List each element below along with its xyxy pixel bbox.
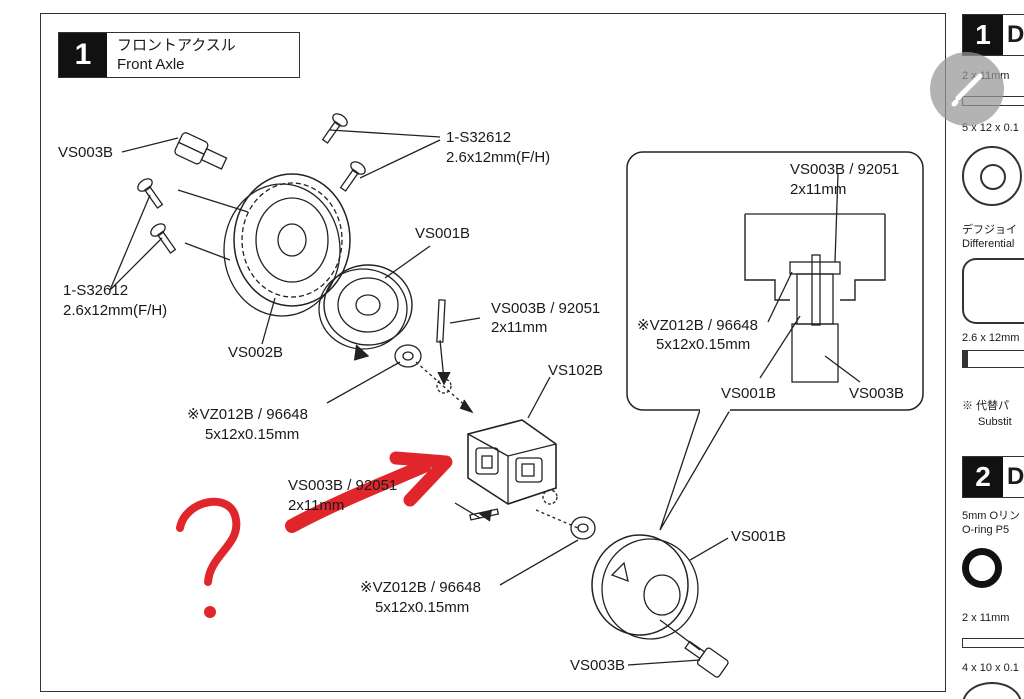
detail-pin-size: 2x11mm [790,181,847,198]
label-shim-code-2: ※VZ012B / 96648 [360,579,481,596]
pencil-icon [951,73,983,107]
detail-shim-size: 5x12x0.15mm [656,336,751,353]
pin-icon [962,638,1024,648]
label-vs003b-top: VS003B [58,144,114,161]
sidebar-step-2-number: 2 [963,457,1003,497]
screw-icon [962,350,1024,368]
step-frame [40,13,946,692]
exploded-diagram [109,113,924,678]
label-screw-left-code: 1-S32612 [63,282,129,299]
sidebar-step-1-number: 1 [963,15,1003,55]
sidebar-item: O-ring P5 [962,524,1010,536]
label-vs002b: VS002B [228,344,284,361]
sidebar-item: 2 x 11mm [962,612,1010,624]
detail-vs003b: VS003B [849,385,905,402]
sidebar-step-1: 1 D [962,14,1024,56]
label-vs001b-bottom: VS001B [731,528,787,545]
label-shim-size-1: 5x12x0.15mm [205,426,300,443]
label-vs102b: VS102B [548,362,604,379]
o-ring-icon [962,548,1002,588]
label-pin-size-top: 2x11mm [491,319,548,336]
edit-button[interactable] [930,52,1004,126]
sidebar-item: デフジョイ [962,224,1017,236]
diff-joint-icon [962,258,1024,324]
label-pin-size-mid: 2x11mm [288,497,345,514]
sidebar-step-2-letter: D [1007,463,1024,490]
sidebar-step-1-letter: D [1007,21,1024,48]
detail-pin-code: VS003B / 92051 [790,161,900,178]
label-screw-right-code: 1-S32612 [446,129,512,146]
sidebar-item: Substit [978,416,1012,428]
sidebar-item: 5 x 12 x 0.1 [962,122,1019,134]
label-vs003b-bottom: VS003B [570,657,626,674]
label-screw-left-size: 2.6x12mm(F/H) [63,302,168,319]
label-pin-code-top: VS003B / 92051 [491,300,601,317]
sidebar-item: 2.6 x 12mm [962,332,1020,344]
step-title-en: Front Axle [117,56,185,73]
label-shim-code-1: ※VZ012B / 96648 [187,406,308,423]
red-annotation [176,451,453,618]
detail-shim-code: ※VZ012B / 96648 [637,317,758,334]
washer-icon [962,146,1022,206]
label-vs001b-top: VS001B [415,225,471,242]
step-number: 1 [59,33,107,77]
washer-icon [962,682,1022,699]
sidebar-item: ※ 代替パ [962,400,1010,412]
sidebar-item: Differential [962,238,1015,250]
sidebar-step-2: 2 D [962,456,1024,498]
sidebar-item: 4 x 10 x 0.1 [962,662,1019,674]
step-title-ja: フロントアクスル [117,37,236,54]
label-screw-right-size: 2.6x12mm(F/H) [446,149,551,166]
step-title: フロントアクスル Front Axle [107,33,299,77]
detail-vs001b: VS001B [721,385,777,402]
step-header: 1 フロントアクスル Front Axle [58,32,300,78]
label-pin-code-mid: VS003B / 92051 [288,477,398,494]
sidebar-item: 5mm Oリン [962,510,1021,522]
label-shim-size-2: 5x12x0.15mm [375,599,470,616]
